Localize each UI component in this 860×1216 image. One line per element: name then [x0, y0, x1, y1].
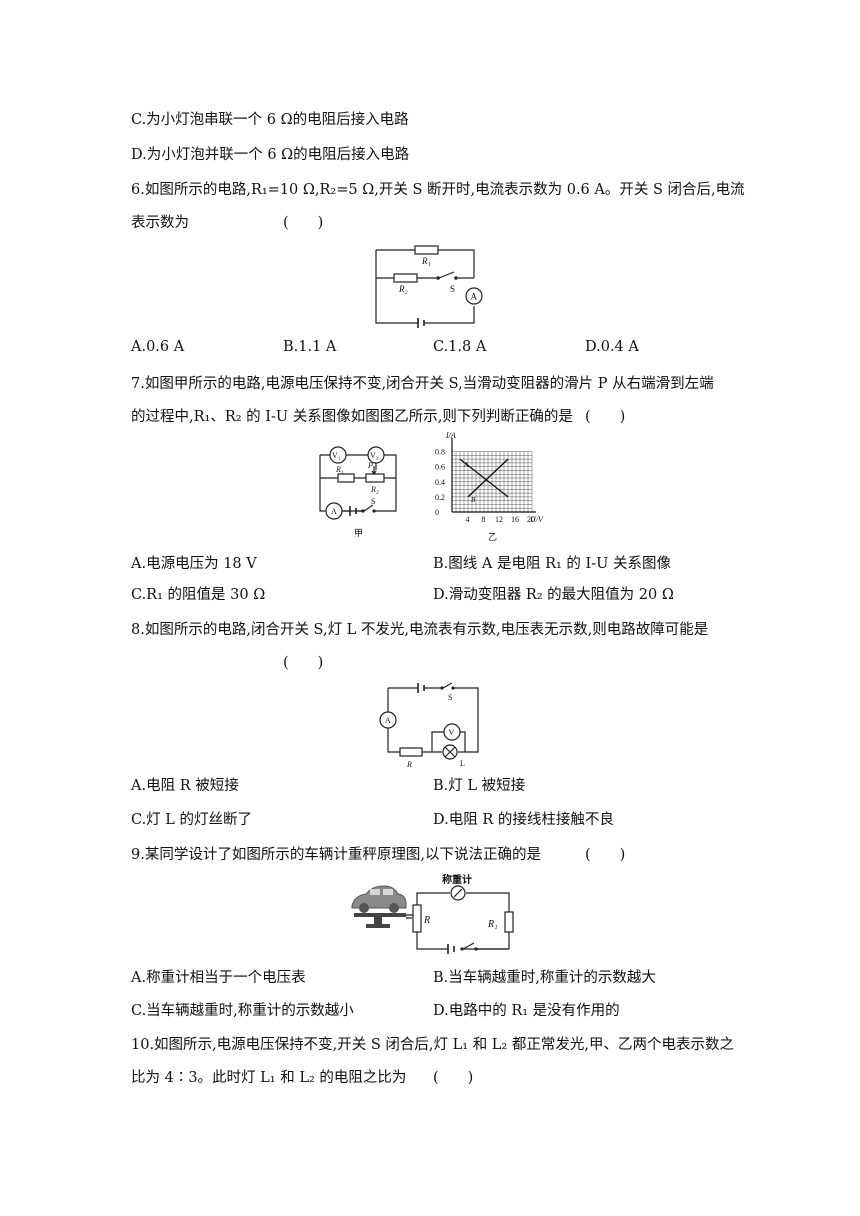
q7-answer-blank: ( ) — [585, 409, 626, 425]
q7-option-b: B.图线 A 是电阻 R₁ 的 I-U 关系图像 — [433, 556, 671, 572]
q9-option-a: A.称重计相当于一个电压表 — [131, 970, 306, 986]
q8-option-b: B.灯 L 被短接 — [433, 778, 526, 794]
battery — [417, 683, 425, 693]
y-tick-label: 0.8 — [435, 448, 445, 457]
q10-answer-blank: ( ) — [433, 1070, 474, 1086]
series-label-A: A — [463, 461, 469, 469]
r2-label: R₂ — [398, 284, 408, 294]
q7-option-d: D.滑动变阻器 R₂ 的最大阻值为 20 Ω — [433, 587, 674, 603]
series-line-A — [459, 458, 509, 498]
y-tick-label: 0 — [435, 508, 439, 517]
q6-option-c: C.1.8 A — [433, 339, 487, 355]
switch-s — [363, 504, 374, 512]
x-tick-label: 16 — [511, 515, 519, 524]
q8-option-c: C.灯 L 的灯丝断了 — [131, 812, 253, 828]
ammeter-label: A — [471, 292, 478, 302]
ammeter-label: A — [331, 507, 337, 516]
v2-meter — [367, 446, 385, 464]
slider-p-label: P — [367, 461, 373, 470]
q8-option-d: D.电阻 R 的接线柱接触不良 — [433, 812, 614, 828]
s-label: S — [450, 284, 455, 294]
voltmeter-label: V — [449, 728, 455, 737]
q6-circuit-diagram: R₁ R₂ S A — [375, 245, 483, 328]
s-label: S — [371, 497, 375, 506]
q5-option-d: D.为小灯泡并联一个 6 Ω的电阻后接入电路 — [131, 147, 410, 163]
q5-option-c: C.为小灯泡串联一个 6 Ω的电阻后接入电路 — [131, 112, 409, 128]
x-tick-label: 4 — [466, 515, 470, 524]
r1-label: R₁ — [421, 256, 431, 266]
x-tick-label: 8 — [482, 515, 486, 524]
x-tick-label: 12 — [495, 515, 503, 524]
q7-option-c: C.R₁ 的阻值是 30 Ω — [131, 587, 266, 603]
l-label: L — [460, 759, 465, 768]
q6-option-a: A.0.6 A — [131, 339, 185, 355]
q7-option-a: A.电源电压为 18 V — [131, 556, 257, 572]
ammeter — [465, 287, 483, 305]
car-icon — [351, 885, 407, 913]
switch-s — [442, 682, 453, 689]
ammeter-label: A — [385, 716, 391, 725]
q9-option-b: B.当车辆越重时,称重计的示数越大 — [433, 970, 656, 986]
r2-label: R₂ — [370, 485, 379, 494]
switch — [462, 942, 475, 950]
q6-option-b: B.1.1 A — [283, 339, 337, 355]
x-axis-label: U/V — [530, 515, 544, 524]
jia-caption: 甲 — [354, 528, 363, 538]
series-line-B — [467, 458, 509, 498]
resistor-r1 — [504, 911, 514, 933]
r-label: R — [406, 760, 412, 769]
r2-resistor — [393, 273, 418, 283]
y-tick-label: 0.2 — [435, 493, 445, 502]
q7-circuit-jia: V₁ V₂ R₁ P R₂ A S 甲 — [319, 446, 397, 538]
battery — [417, 318, 425, 328]
q10-stem-line2: 比为 4∶3。此时灯 L₁ 和 L₂ 的电阻之比为 — [131, 1070, 407, 1086]
platform — [354, 913, 406, 917]
q9-answer-blank: ( ) — [585, 847, 626, 863]
q9-option-d: D.电路中的 R₁ 是没有作用的 — [433, 1003, 620, 1019]
resistor-r — [399, 747, 423, 757]
q8-option-a: A.电阻 R 被短接 — [131, 778, 239, 794]
q6-stem-line1: 6.如图所示的电路,R₁=10 Ω,R₂=5 Ω,开关 S 断开时,电流表示数为… — [131, 182, 745, 198]
q8-answer-blank: ( ) — [283, 655, 324, 671]
q7-stem-line1: 7.如图甲所示的电路,电源电压保持不变,闭合开关 S,当滑动变阻器的滑片 P 从… — [131, 376, 714, 392]
q9-option-c: C.当车辆越重时,称重计的示数越小 — [131, 1003, 354, 1019]
r1-resistor — [337, 473, 355, 483]
v1-meter — [329, 446, 347, 464]
q9-stem: 9.某同学设计了如图所示的车辆计重秤原理图,以下说法正确的是 — [131, 847, 541, 863]
x-tick-label: 20 — [527, 515, 535, 524]
r-label: R — [423, 915, 430, 926]
switch-s — [438, 271, 455, 279]
r2-rheostat — [365, 473, 385, 483]
y-tick-label: 0.6 — [435, 463, 445, 472]
rheostat-r — [412, 904, 422, 933]
yi-caption: 乙 — [488, 532, 497, 542]
v1-label: V₁ — [332, 451, 341, 460]
q6-option-d: D.0.4 A — [585, 339, 639, 355]
q7-stem-line2: 的过程中,R₁、R₂ 的 I-U 关系图像如图图乙所示,则下列判断正确的是 — [131, 409, 573, 425]
voltmeter — [443, 723, 461, 741]
series-label-B: B — [471, 496, 476, 504]
ammeter — [379, 711, 397, 729]
y-axis-label: I/A — [445, 431, 456, 440]
y-tick-label: 0.4 — [435, 478, 445, 487]
r1-label: R₁ — [487, 919, 498, 930]
r1-resistor — [414, 245, 439, 255]
battery — [447, 944, 455, 954]
q8-circuit-diagram: S A V R L — [379, 682, 479, 769]
meter-label: 称重计 — [442, 873, 472, 886]
q8-stem: 8.如图所示的电路,闭合开关 S,灯 L 不发光,电流表有示数,电压表无示数,则… — [131, 622, 709, 638]
q10-stem-line1: 10.如图所示,电源电压保持不变,开关 S 闭合后,灯 L₁ 和 L₂ 都正常发… — [131, 1037, 734, 1053]
q7-iu-graph-yi: I/A U/V 4 8 12 16 20 0.8 0.6 0.4 0.2 0 A B 乙 — [435, 431, 544, 542]
r1-label: R₁ — [335, 465, 344, 474]
s-label: S — [448, 693, 452, 702]
q6-answer-blank: ( ) — [283, 215, 324, 231]
q9-scale-diagram: R 称重计 R₁ — [351, 873, 514, 954]
v2-label: V₂ — [370, 451, 379, 460]
q6-stem-line2: 表示数为 — [131, 215, 189, 231]
